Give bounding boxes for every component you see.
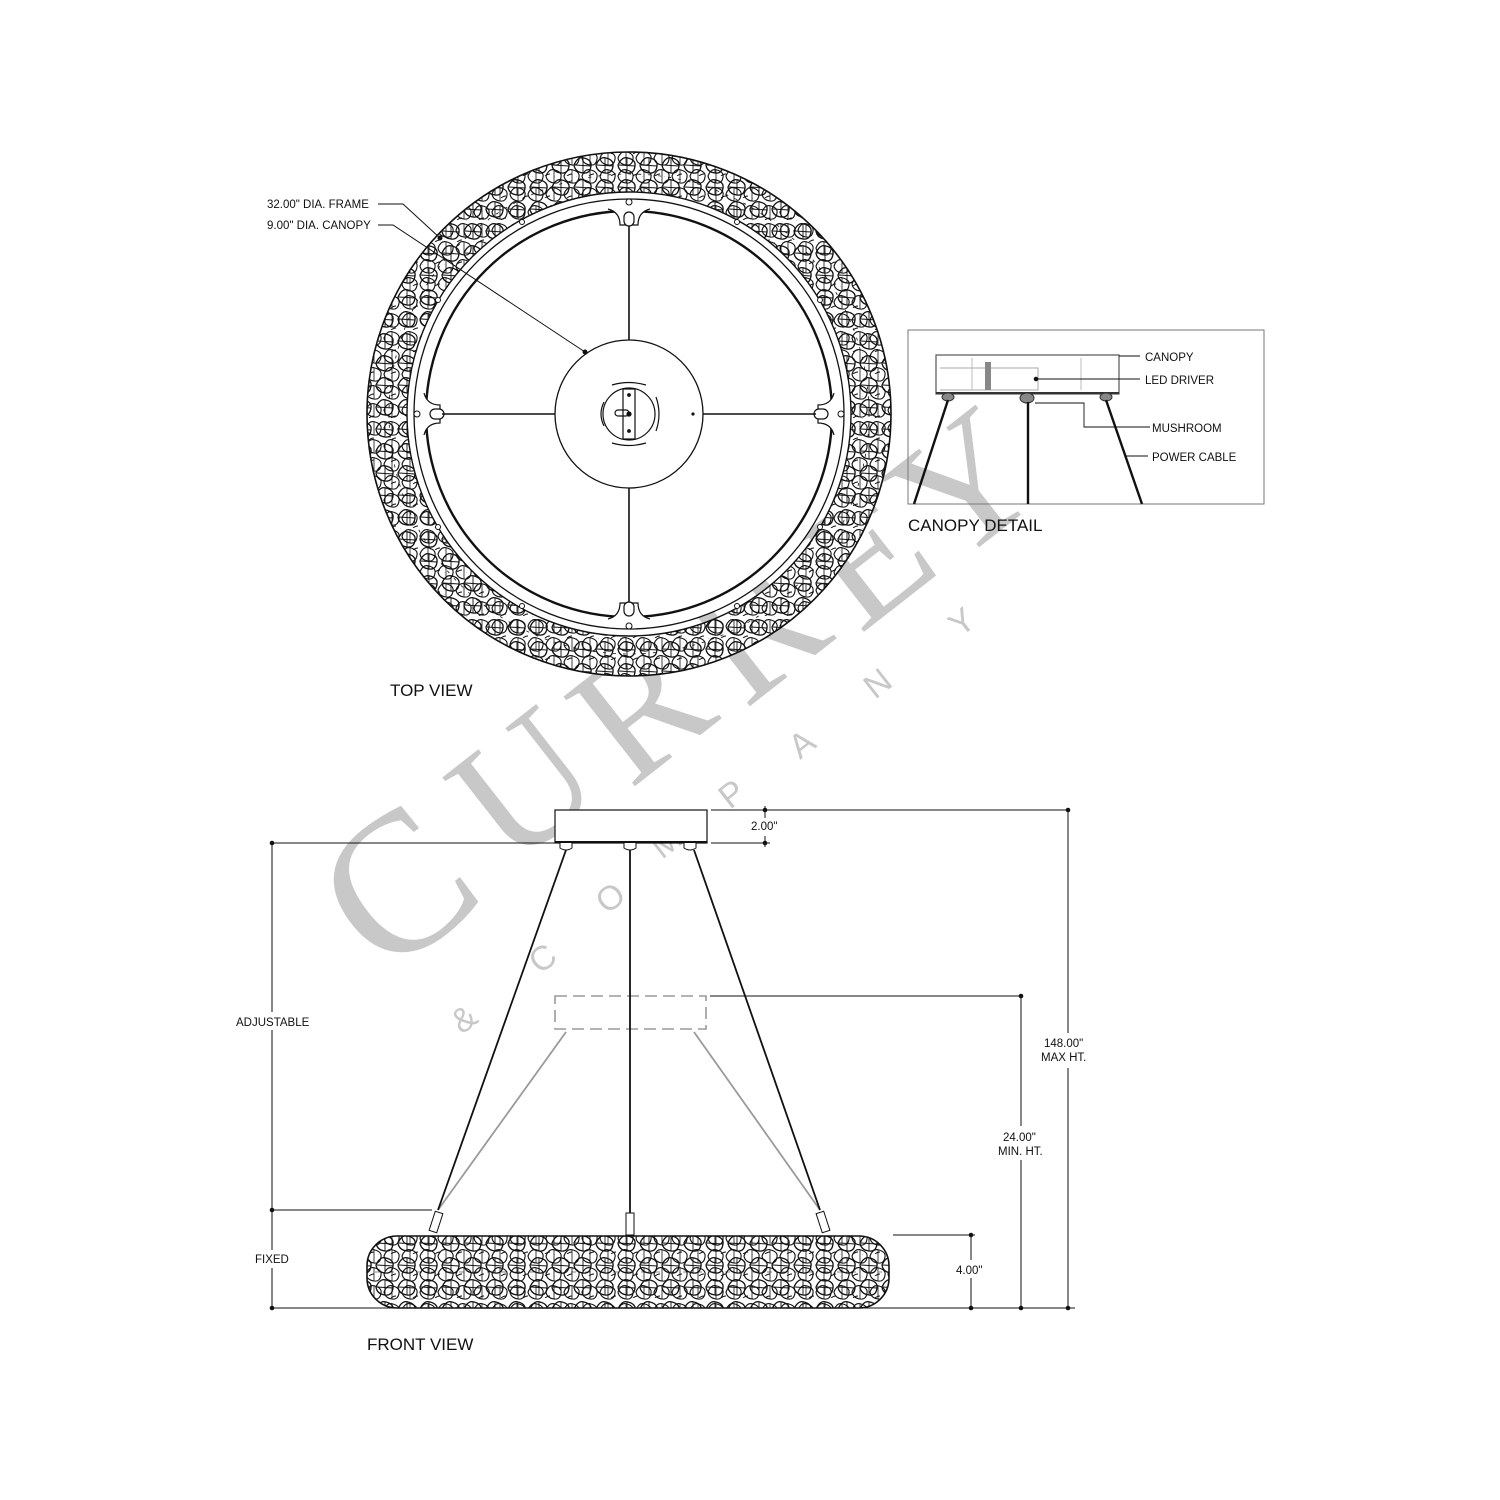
cable-grippers xyxy=(428,1210,831,1236)
cable-spokes xyxy=(442,226,816,602)
power-cable-label: POWER CABLE xyxy=(1152,452,1237,464)
canopy-label: CANOPY xyxy=(1145,352,1194,364)
led-driver-label: LED DRIVER xyxy=(1145,375,1214,387)
ring-height-dimension: 4.00" xyxy=(956,1265,982,1277)
dimension-lines xyxy=(271,806,1075,1309)
fixed-label: FIXED xyxy=(255,1254,289,1266)
watermark-ampersand: & xyxy=(444,997,486,1041)
dimension-ticks xyxy=(269,807,1071,1311)
top-view-title: TOP VIEW xyxy=(390,681,473,700)
suspension-cables xyxy=(437,849,821,1213)
canopy-height-dimension: 2.00" xyxy=(751,821,777,833)
ghost-cables xyxy=(437,1031,821,1211)
front-view-title: FRONT VIEW xyxy=(367,1335,473,1354)
max-height-value: 148.00" xyxy=(1044,1038,1083,1050)
canopy-detail-leaders xyxy=(1033,355,1150,457)
canopy-detail-frame xyxy=(907,329,1265,505)
frame-screws xyxy=(413,198,845,630)
front-view: 2.00" 148.00" MAX HT. 24.00" MIN. HT. 4.… xyxy=(236,806,1086,1354)
canopy-front xyxy=(554,809,708,844)
canopy-detail-body xyxy=(935,354,1120,404)
canopy-diameter-callout: 9.00" DIA. CANOPY xyxy=(267,220,371,232)
canopy-detail-title: CANOPY DETAIL xyxy=(908,516,1042,535)
watermark-company-o: O xyxy=(589,875,633,921)
canopy-mount-plate xyxy=(600,381,695,447)
top-view: 32.00" DIA. FRAME 9.00" DIA. CANOPY TOP … xyxy=(267,145,900,700)
watermark-company-a: A xyxy=(782,722,824,766)
max-height-label: MAX HT. xyxy=(1041,1052,1086,1064)
crystal-ring-front xyxy=(366,1235,890,1309)
top-view-callouts xyxy=(378,203,588,355)
canopy-detail-cables xyxy=(912,399,1144,505)
adjustable-label: ADJUSTABLE xyxy=(236,1017,310,1029)
mushroom-label: MUSHROOM xyxy=(1152,423,1222,435)
min-height-label: MIN. HT. xyxy=(998,1146,1043,1158)
min-height-value: 24.00" xyxy=(1003,1132,1036,1144)
frame-diameter-callout: 32.00" DIA. FRAME xyxy=(267,199,369,211)
canopy-detail: CANOPY LED DRIVER MUSHROOM POWER CABLE C… xyxy=(907,329,1265,535)
